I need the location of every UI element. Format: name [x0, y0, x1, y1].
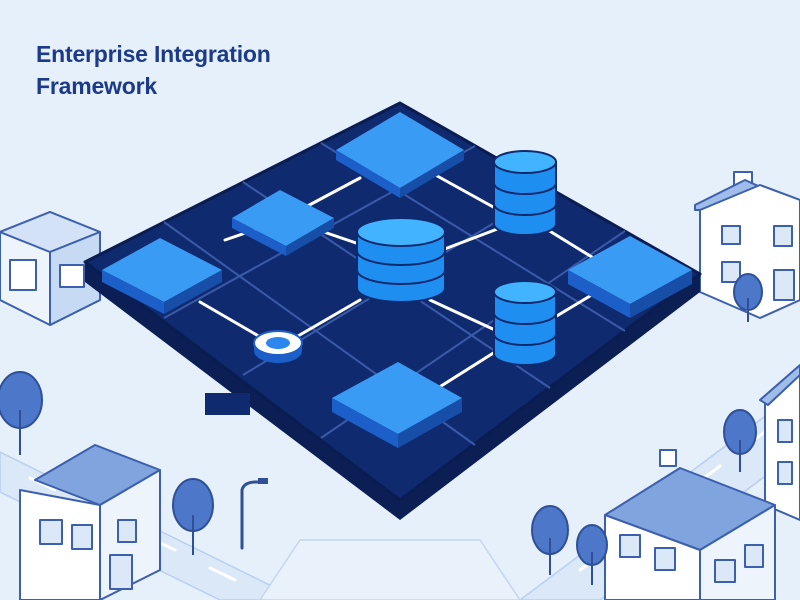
trees	[0, 273, 763, 585]
tree	[576, 524, 608, 585]
database-node	[493, 150, 557, 236]
hub-node	[253, 330, 303, 363]
connection-line	[428, 298, 497, 332]
house-bottom-left	[19, 444, 161, 600]
tree	[723, 409, 757, 472]
tree	[531, 505, 569, 575]
page-title: Enterprise Integration Framework	[36, 41, 271, 99]
street-lamp	[240, 478, 268, 550]
database-node	[493, 280, 557, 366]
tree	[733, 273, 763, 322]
connections	[198, 170, 602, 395]
connection-line	[428, 170, 497, 210]
building-left-upper	[0, 211, 101, 326]
block-node	[568, 236, 692, 318]
block-node	[232, 190, 334, 256]
database-node	[356, 217, 446, 303]
block-node	[102, 238, 222, 314]
connection-line	[546, 228, 602, 264]
tree	[172, 478, 214, 555]
tree	[0, 371, 43, 455]
house-right-lower	[759, 364, 800, 521]
connection-line	[198, 300, 264, 340]
block-node	[336, 112, 464, 198]
connection-line	[298, 176, 362, 212]
sidewalk-lower	[259, 539, 521, 600]
house-bottom-right	[604, 449, 776, 600]
connection-line	[440, 226, 502, 252]
block-node	[332, 362, 462, 448]
platform-tab	[205, 393, 250, 415]
connection-line	[296, 298, 362, 338]
